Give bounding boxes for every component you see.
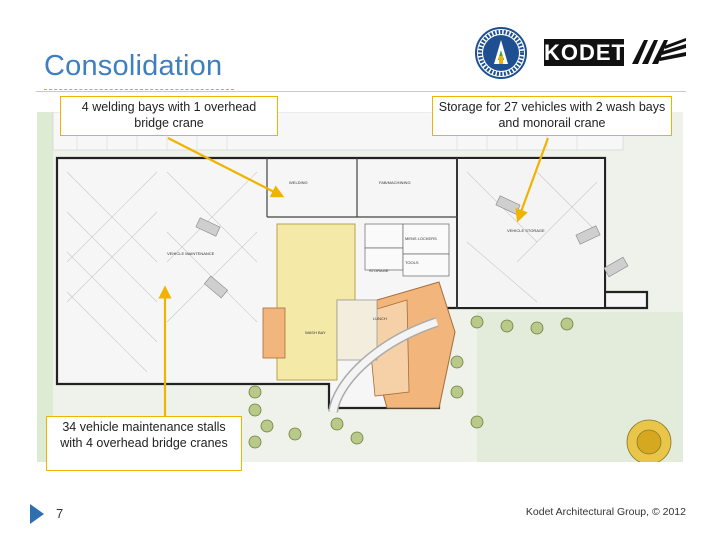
kodet-logo: KODET: [544, 39, 626, 66]
label-vehicle-storage: VEHICLE STORAGE: [507, 228, 545, 233]
label-lunch: LUNCH: [373, 316, 387, 321]
slide-title: Consolidation: [44, 50, 223, 82]
page-number: 7: [56, 506, 64, 521]
kodet-mark-icon: [632, 38, 686, 64]
site-feature: [626, 419, 672, 462]
floor-plan: VEHICLE MAINTENANCE WELDING FAB/MACHININ…: [37, 112, 683, 462]
label-welding: WELDING: [289, 180, 308, 185]
callout-welding: 4 welding bays with 1 overhead bridge cr…: [60, 96, 278, 136]
credit-text: Kodet Architectural Group, © 2012: [525, 506, 686, 518]
mndot-seal-icon: [475, 27, 527, 79]
page-marker-icon: [30, 504, 44, 524]
label-mens-lockers: MENS LOCKERS: [405, 236, 437, 241]
title-underline: [44, 87, 234, 90]
callout-maintenance: 34 vehicle maintenance stalls with 4 ove…: [46, 416, 242, 471]
callout-storage: Storage for 27 vehicles with 2 wash bays…: [432, 96, 672, 136]
label-storage: STORAGE: [369, 268, 389, 273]
label-vehicle-maintenance: VEHICLE MAINTENANCE: [167, 251, 215, 256]
label-fabrication: FAB/MACHINING: [379, 180, 411, 185]
label-tools: TOOLS: [405, 260, 419, 265]
title-divider: [36, 91, 686, 92]
label-wash-bay: WASH BAY: [305, 330, 326, 335]
grass-strip: [37, 112, 53, 462]
